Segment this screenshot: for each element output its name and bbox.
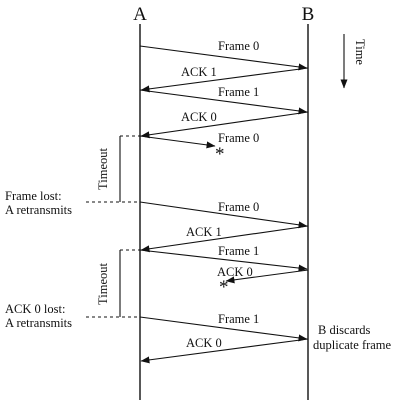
- msg-ack-0-second-label: ACK 0: [186, 336, 222, 350]
- msg-frame-0-retransmit: [139, 201, 308, 229]
- frame-lost-note-line2: A retransmits: [5, 203, 72, 217]
- b-discards-note-line1: B discards: [318, 323, 371, 337]
- msg-frame-1-retransmit: [139, 316, 308, 342]
- b-discards-note-line2: duplicate frame: [313, 338, 392, 352]
- msg-ack-0-second: [140, 338, 309, 364]
- msg-frame-0: [139, 45, 308, 71]
- frame-loss-marker: *: [215, 144, 225, 165]
- timeout-2-label: Timeout: [96, 263, 110, 305]
- msg-frame-1: [139, 89, 308, 115]
- timeout-1-label: Timeout: [96, 148, 110, 190]
- msg-frame-0-lost-label: Frame 0: [218, 131, 259, 145]
- frame-lost-note-line1: Frame lost:: [5, 189, 62, 203]
- node-a-label: A: [133, 4, 147, 25]
- msg-ack-1-second-label: ACK 1: [186, 225, 222, 239]
- msg-frame-0-label: Frame 0: [218, 39, 259, 53]
- msg-frame-1-second: [139, 249, 308, 272]
- msg-ack-0-lost: [225, 269, 309, 284]
- msg-frame-1-retransmit-label: Frame 1: [218, 312, 259, 326]
- msg-ack-1-second: [140, 225, 309, 253]
- ack-loss-marker: *: [219, 277, 229, 298]
- msg-ack-1-label: ACK 1: [181, 65, 217, 79]
- msg-ack-0-lost-label: ACK 0: [217, 265, 253, 279]
- msg-ack-1: [140, 67, 309, 93]
- ack-lost-note-line2: A retransmits: [5, 316, 72, 330]
- time-axis-label: Time: [353, 39, 367, 65]
- msg-frame-1-label: Frame 1: [218, 85, 259, 99]
- msg-ack-0-label: ACK 0: [181, 110, 217, 124]
- msg-frame-1-second-label: Frame 1: [218, 244, 259, 258]
- ack-lost-note-line1: ACK 0 lost:: [5, 302, 65, 316]
- node-b-label: B: [302, 4, 315, 25]
- msg-frame-0-lost: [139, 135, 216, 149]
- msg-frame-0-retransmit-label: Frame 0: [218, 200, 259, 214]
- msg-ack-0: [140, 111, 309, 139]
